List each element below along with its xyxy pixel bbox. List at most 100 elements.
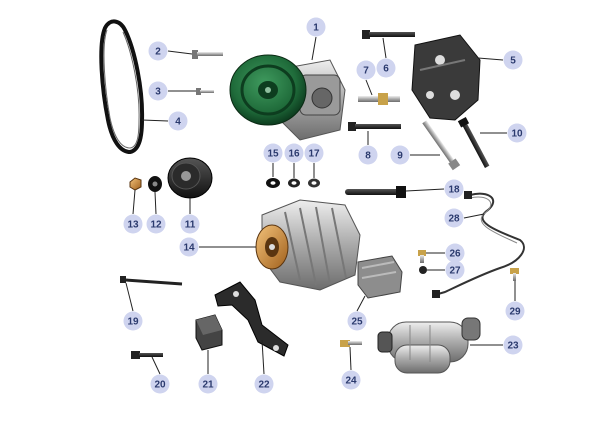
callout-1: 1 (306, 17, 326, 37)
callout-number: 20 (154, 380, 166, 391)
callout-9: 9 (390, 145, 410, 165)
part-bolt-2 (192, 50, 223, 59)
callout-circle (123, 311, 143, 331)
callout-number: 1 (313, 23, 319, 34)
callout-number: 5 (510, 56, 516, 67)
callout-number: 17 (308, 149, 320, 160)
callout-13: 13 (123, 214, 143, 234)
callout-circle (347, 311, 367, 331)
leader-line-18 (405, 188, 445, 192)
callout-number: 23 (507, 341, 519, 352)
callout-circle (503, 50, 523, 70)
callout-circle (445, 260, 465, 280)
callout-circle (358, 145, 378, 165)
part-bolt-20 (131, 351, 163, 359)
part-starter-motor (377, 317, 481, 374)
leader-line-7 (365, 79, 373, 96)
callout-16: 16 (284, 143, 304, 163)
callout-8: 8 (358, 145, 378, 165)
callout-number: 24 (345, 376, 357, 387)
callout-25: 25 (347, 311, 367, 331)
callout-circle (503, 335, 523, 355)
callout-5: 5 (503, 50, 523, 70)
callout-circle (168, 111, 188, 131)
part-belt (99, 19, 145, 155)
callout-number: 27 (449, 266, 461, 277)
callout-circle (148, 41, 168, 61)
part-bolt-24 (340, 340, 362, 347)
callout-number: 25 (351, 317, 363, 328)
callout-circle (505, 301, 525, 321)
part-bolt-8 (348, 122, 401, 131)
leader-line-19 (125, 282, 134, 312)
part-rod-19 (120, 276, 183, 286)
callout-circle (341, 370, 361, 390)
callout-number: 14 (183, 243, 195, 254)
callout-number: 2 (155, 47, 161, 58)
part-connector-18 (345, 186, 406, 198)
callout-17: 17 (304, 143, 324, 163)
callout-14: 14 (179, 237, 199, 257)
part-power-steering-pump (229, 54, 346, 141)
part-bolt-6 (362, 30, 415, 39)
part-nut-27 (419, 266, 427, 274)
callout-number: 11 (185, 220, 196, 231)
callout-21: 21 (198, 374, 218, 394)
leader-line-25 (356, 295, 366, 312)
part-bolt-26 (418, 250, 426, 263)
callout-number: 7 (363, 66, 369, 77)
callout-circle (123, 214, 143, 234)
callout-number: 10 (511, 129, 523, 140)
part-washer-17 (308, 178, 320, 188)
callout-circle (150, 374, 170, 394)
callout-27: 27 (445, 260, 465, 280)
leader-line-28 (463, 213, 485, 219)
callout-number: 18 (448, 185, 460, 196)
part-alternator (255, 199, 361, 291)
callout-circle (263, 143, 283, 163)
callout-circle (445, 243, 465, 263)
callout-20: 20 (150, 374, 170, 394)
callout-28: 28 (444, 208, 464, 228)
callout-circle (306, 17, 326, 37)
part-bolt-10 (457, 117, 490, 169)
part-bolt-9 (422, 120, 461, 171)
callout-number: 29 (509, 307, 521, 318)
part-bolt-3 (196, 88, 214, 95)
callout-10: 10 (507, 123, 527, 143)
callout-number: 21 (202, 380, 214, 391)
callout-circle (179, 237, 199, 257)
callout-circle (444, 208, 464, 228)
callout-7: 7 (356, 60, 376, 80)
callout-circle (444, 179, 464, 199)
callout-number: 16 (288, 149, 300, 160)
callout-number: 15 (267, 149, 279, 160)
callout-24: 24 (341, 370, 361, 390)
leader-line-12 (154, 191, 157, 215)
part-mounting-bracket (411, 34, 481, 121)
part-washer-16 (288, 178, 300, 188)
callout-number: 26 (449, 249, 461, 260)
leader-line-5 (477, 57, 504, 61)
callout-circle (356, 60, 376, 80)
leader-line-4 (141, 119, 169, 122)
callout-23: 23 (503, 335, 523, 355)
callout-number: 3 (155, 87, 161, 98)
part-washer-15 (266, 178, 280, 188)
callout-number: 8 (365, 151, 371, 162)
leader-line-20 (151, 356, 161, 375)
callout-number: 4 (175, 117, 181, 128)
callout-number: 13 (127, 220, 139, 231)
callout-number: 12 (150, 220, 162, 231)
callout-circle (148, 81, 168, 101)
part-spacer-12 (148, 176, 162, 192)
callout-circle (284, 143, 304, 163)
leader-line-22 (261, 339, 265, 375)
part-stud-7 (358, 93, 400, 105)
callout-29: 29 (505, 301, 525, 321)
callout-circle (180, 214, 200, 234)
part-block-21 (195, 314, 223, 351)
